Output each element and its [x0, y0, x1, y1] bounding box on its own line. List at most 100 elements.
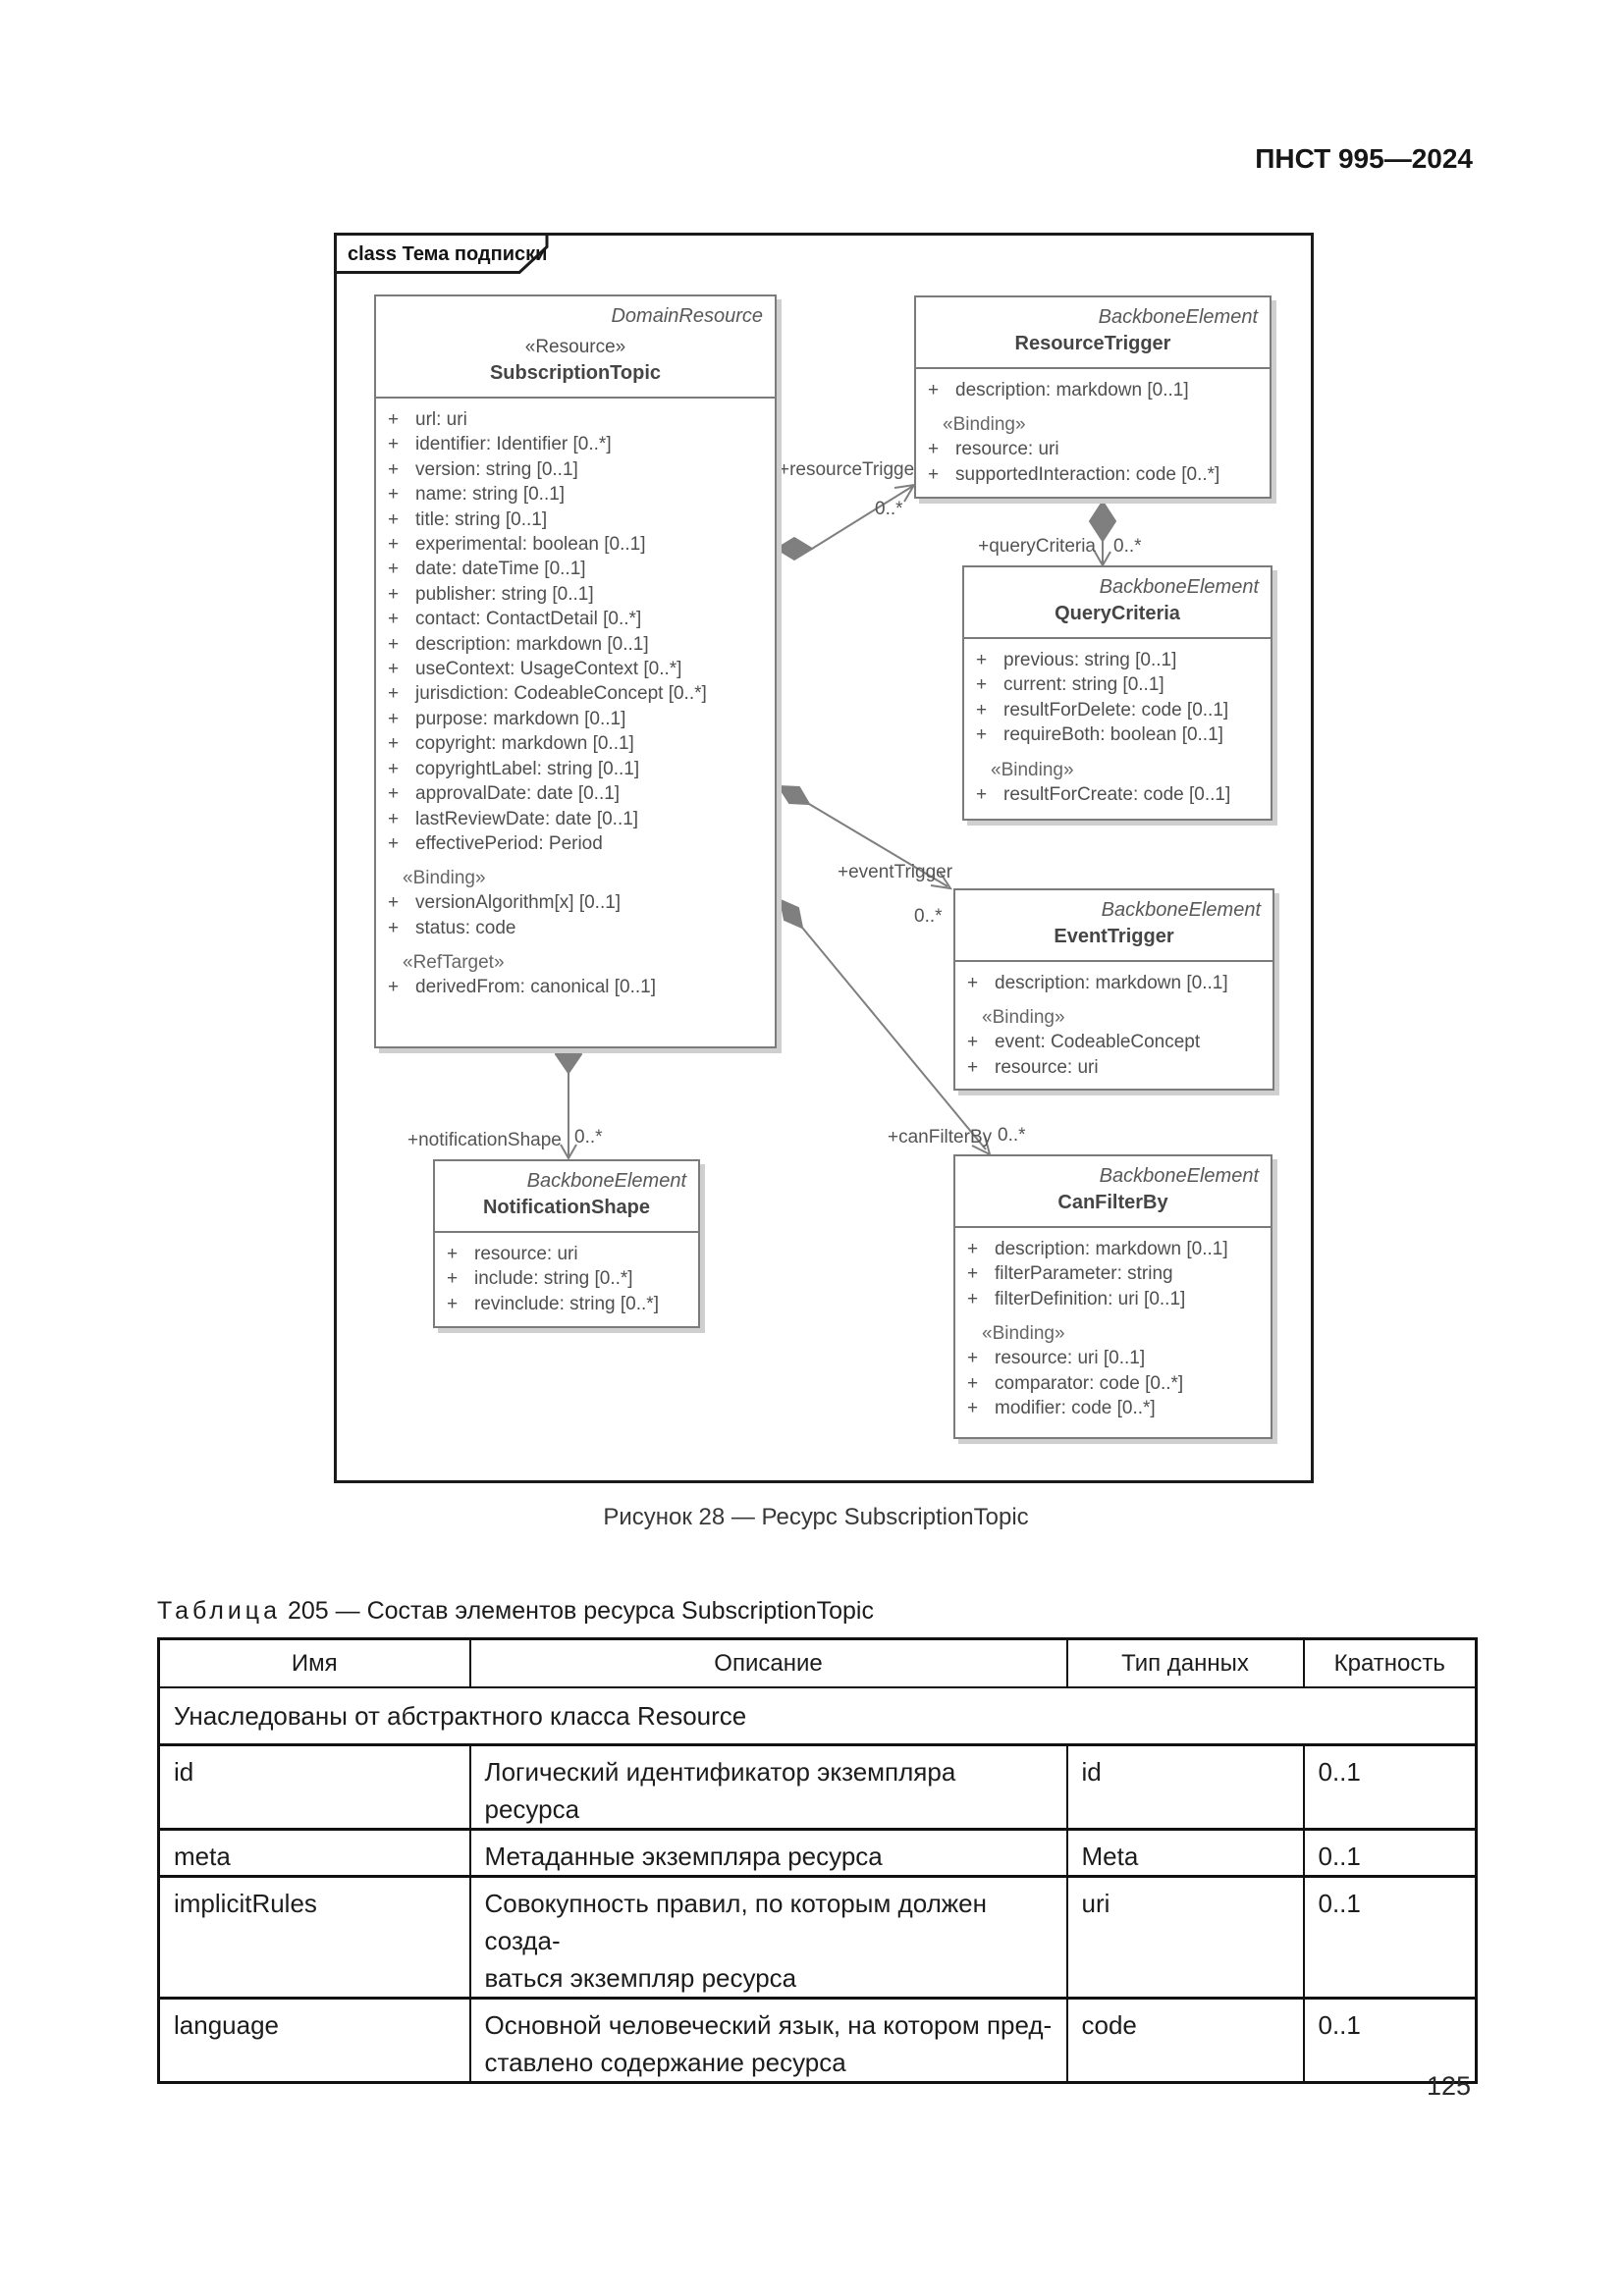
attribute-text: previous: string [0..1] [1003, 650, 1177, 670]
table-title-number: 205 [287, 1597, 329, 1625]
table-row: implicitRules Совокупность правил, по ко… [158, 1876, 1477, 2000]
attribute-text: copyright: markdown [0..1] [415, 733, 634, 755]
visibility-plus: + [388, 484, 400, 506]
visibility-plus: + [967, 1348, 979, 1369]
class-header: DomainResource «Resource» SubscriptionTo… [376, 296, 775, 397]
attribute-row: +event: CodeableConcept [955, 1030, 1267, 1054]
class-attributes: +description: markdown [0..1] «Binding» … [955, 960, 1272, 1086]
reftarget-heading: «RefTarget» [403, 952, 505, 974]
attribute-text: version: string [0..1] [415, 458, 578, 480]
cell-name: meta [158, 1829, 471, 1878]
class-header: BackboneElement EventTrigger [955, 890, 1272, 960]
attribute-row: +title: string [0..1] [376, 507, 769, 532]
attribute-row: + purpose: markdown [0..1] [376, 707, 769, 731]
attribute-text: description: markdown [0..1] [415, 633, 649, 655]
attribute-row: +resource: uri [955, 1055, 1267, 1080]
connector-mult-eventtrigger: 0..* [914, 906, 943, 927]
frame-tab-label: class Тема подписки [348, 243, 548, 265]
attribute-text: name: string [0..1] [415, 484, 566, 506]
attribute-row: +filterDefinition: uri [0..1] [955, 1287, 1265, 1311]
visibility-plus: + [967, 1032, 979, 1053]
visibility-plus: + [447, 1293, 459, 1314]
cell-name: implicitRules [158, 1876, 471, 2000]
attribute-row: +resource: uri [435, 1242, 692, 1266]
table-section-row: Унаследованы от абстрактного класса Reso… [158, 1687, 1477, 1746]
cell-description: Метаданные экземпляра ресурса [469, 1829, 1068, 1878]
composition-diamond-querycriteria [1088, 500, 1117, 543]
class-header: BackboneElement NotificationShape [435, 1161, 698, 1231]
figure-caption: Рисунок 28 — Ресурс SubscriptionTopic [603, 1504, 1029, 1530]
cell-cardinality: 0..1 [1303, 1744, 1477, 1831]
class-box-canfilterby: BackboneElement CanFilterBy +description… [953, 1154, 1272, 1439]
visibility-plus: + [967, 1398, 979, 1419]
description-line: Основной человеческий язык, на котором п… [484, 2010, 1053, 2040]
visibility-plus: + [388, 659, 400, 680]
attribute-text: purpose: markdown [0..1] [415, 708, 626, 729]
binding-heading: «Binding» [991, 759, 1074, 780]
attribute-row: +contact: ContactDetail [0..*] [376, 607, 769, 631]
cell-datatype: Meta [1066, 1829, 1305, 1878]
attribute-row: +copyrightLabel: string [0..1] [376, 757, 769, 781]
attribute-row: +current: string [0..1] [964, 672, 1265, 697]
attribute-row: + revinclude: string [0..*] [435, 1292, 692, 1316]
table-row: id Логический идентификатор экземпляра р… [158, 1744, 1477, 1831]
visibility-plus: + [976, 724, 988, 746]
cell-description: Совокупность правил, по которым должен с… [469, 1876, 1068, 2000]
cell-name: language [158, 1998, 471, 2084]
visibility-plus: + [388, 733, 400, 755]
class-box-querycriteria: BackboneElement QueryCriteria +previous:… [962, 565, 1272, 821]
attribute-text: resource: uri [0..1] [995, 1348, 1146, 1369]
attribute-row: + name: string [0..1] [376, 482, 769, 507]
attribute-text: modifier: code [0..*] [995, 1398, 1156, 1419]
attribute-text: revinclude: string [0..*] [474, 1293, 659, 1314]
visibility-plus: + [388, 892, 400, 914]
class-parent-type: BackboneElement [1099, 576, 1259, 598]
visibility-plus: + [388, 808, 400, 829]
visibility-plus: + [388, 708, 400, 729]
attribute-row: +status: code [376, 916, 769, 940]
attribute-text: identifier: Identifier [0..*] [415, 434, 612, 455]
visibility-plus: + [976, 674, 988, 696]
class-box-subscriptiontopic: DomainResource «Resource» SubscriptionTo… [374, 294, 777, 1048]
attribute-row: + copyright: markdown [0..1] [376, 731, 769, 756]
composition-diamond-canfilterby [779, 898, 804, 930]
attribute-row: +include: string [0..*] [435, 1266, 692, 1291]
visibility-plus: + [967, 1263, 979, 1285]
visibility-plus: + [967, 1239, 979, 1259]
visibility-plus: + [976, 650, 988, 670]
class-name: CanFilterBy [1057, 1192, 1168, 1213]
class-stereotype: «Resource» [524, 337, 626, 357]
class-box-resourcetrigger: BackboneElement ResourceTrigger +descrip… [914, 295, 1272, 499]
visibility-plus: + [388, 534, 400, 556]
attribute-text: description: markdown [0..1] [995, 973, 1228, 993]
visibility-plus: + [388, 633, 400, 655]
visibility-plus: + [447, 1268, 459, 1290]
attribute-text: versionAlgorithm[x] [0..1] [415, 892, 622, 914]
attribute-text: resultForDelete: code [0..1] [1003, 699, 1229, 721]
attribute-row: +description: markdown [0..1] [916, 378, 1264, 402]
attribute-row: + resource: uri [0..1] [955, 1346, 1265, 1370]
attribute-row: +experimental: boolean [0..1] [376, 532, 769, 557]
attribute-text: useContext: UsageContext [0..*] [415, 659, 682, 680]
class-header: BackboneElement CanFilterBy [955, 1156, 1271, 1226]
attribute-text: description: markdown [0..1] [955, 380, 1189, 400]
document-code-header: ПНСТ 995—2024 [1255, 143, 1473, 174]
visibility-plus: + [928, 439, 940, 460]
class-box-notificationshape: BackboneElement NotificationShape +resou… [433, 1159, 700, 1328]
class-name: SubscriptionTopic [489, 362, 662, 384]
table-row: meta Метаданные экземпляра ресурса Meta … [158, 1829, 1477, 1878]
attribute-row: +requireBoth: boolean [0..1] [964, 722, 1265, 747]
visibility-plus: + [388, 559, 400, 580]
connector-line-eventtrigger [803, 800, 948, 887]
attribute-text: supportedInteraction: code [0..*] [955, 463, 1220, 485]
connector-mult-canfilterby: 0..* [998, 1125, 1026, 1146]
class-attributes: + previous: string [0..1] +current: strin… [964, 637, 1271, 813]
binding-heading: «Binding» [982, 1323, 1065, 1345]
attribute-text: title: string [0..1] [415, 508, 548, 530]
cell-cardinality: 0..1 [1303, 1998, 1477, 2084]
attribute-row: +url: uri [376, 407, 769, 432]
visibility-plus: + [388, 977, 400, 998]
column-header-description: Описание [469, 1638, 1068, 1688]
attribute-row: +jurisdiction: CodeableConcept [0..*] [376, 681, 769, 706]
attribute-text: filterDefinition: uri [0..1] [995, 1288, 1186, 1309]
